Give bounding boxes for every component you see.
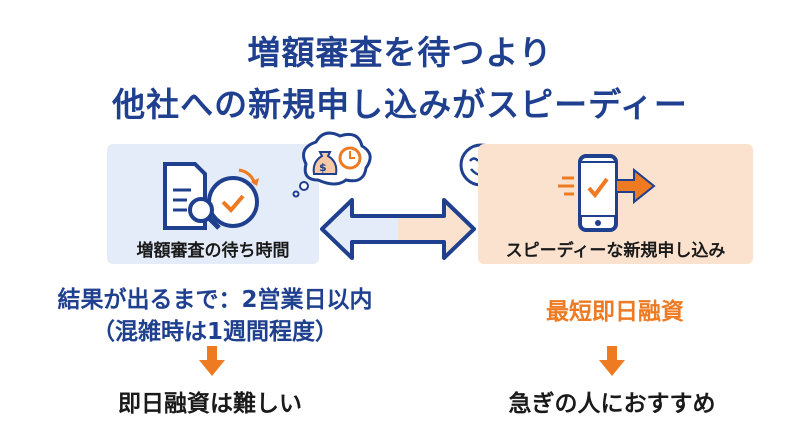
- double-arrow-icon: [320, 198, 476, 260]
- title-line-2: 他社への新規申し込みがスピーディー: [112, 85, 688, 124]
- right-panel-label: スピーディーな新規申し込み: [505, 241, 726, 261]
- smartphone-check-icon: [558, 154, 656, 232]
- right-down-arrow-icon: [599, 346, 625, 376]
- left-result-text: 結果が出るまで：2営業日以内: [57, 287, 373, 313]
- right-conclusion: 急ぎの人におすすめ: [508, 391, 716, 417]
- right-panel: スピーディーな新規申し込み: [478, 144, 753, 264]
- svg-text:$: $: [319, 161, 327, 174]
- thought-bubble-money-icon: $: [292, 131, 372, 198]
- left-panel-label: 増額審査の待ち時間: [136, 241, 290, 261]
- left-panel: 増額審査の待ち時間: [107, 144, 319, 264]
- title-line-1: 増額審査を待つより: [247, 33, 553, 72]
- right-result-text: 最短即日融資: [546, 299, 684, 325]
- left-conclusion: 即日融資は難しい: [118, 391, 302, 417]
- left-down-arrow-icon: [199, 346, 225, 376]
- document-clock-icon: [163, 162, 259, 230]
- left-note-text: （混雑時は1週間程度）: [91, 319, 338, 345]
